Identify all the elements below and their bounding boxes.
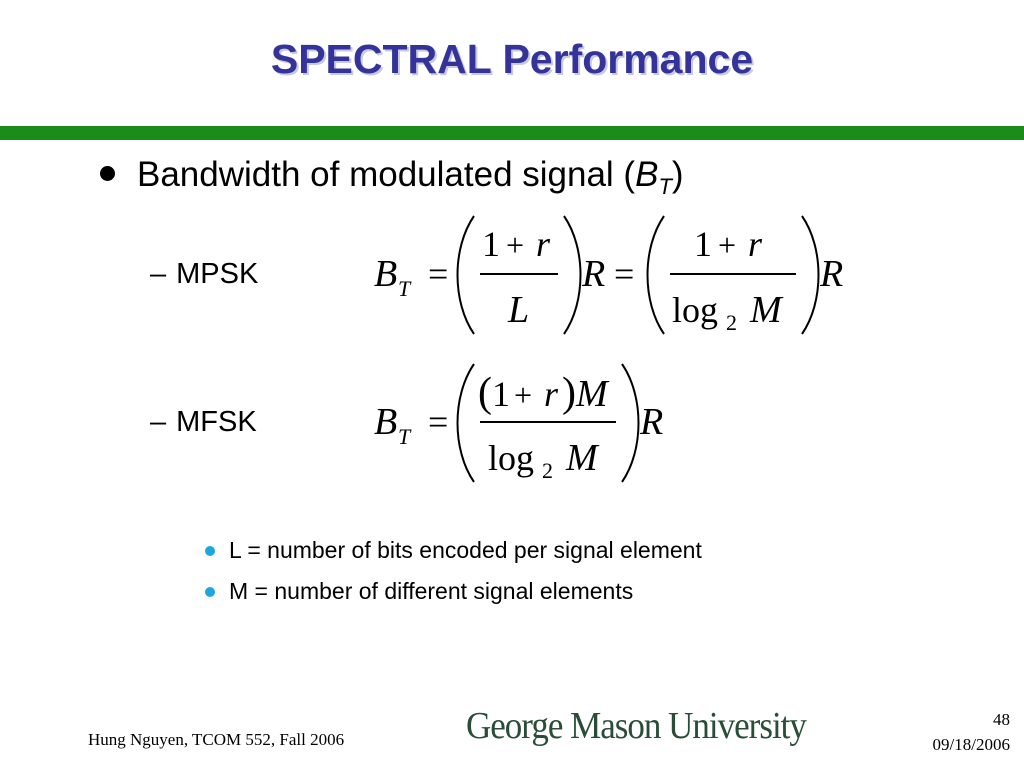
footer-author: Hung Nguyen, TCOM 552, Fall 2006 bbox=[88, 730, 345, 749]
university-logo: George Mason University bbox=[466, 704, 807, 747]
note-text: M = number of different signal elements bbox=[229, 578, 634, 604]
eq-one: 1 bbox=[492, 374, 510, 414]
note-text: L = number of bits encoded per signal el… bbox=[229, 537, 702, 563]
bullet-subscript: T bbox=[658, 174, 672, 199]
sub-dash: – bbox=[150, 258, 167, 290]
right-paren bbox=[563, 215, 582, 335]
eq-log: log bbox=[672, 290, 718, 330]
slide-title: SPECTRAL Performance bbox=[270, 36, 754, 82]
eq-m: M bbox=[575, 373, 610, 415]
eq-one: 1 bbox=[694, 224, 712, 264]
sub-item-label: MFSK bbox=[176, 406, 257, 438]
eq-plus: + bbox=[506, 227, 524, 263]
eq-b-sub: T bbox=[398, 276, 412, 301]
mpsk-equation: B T = 1 + r L R = 1 + r log 2 M R bbox=[370, 210, 860, 345]
page-number: 48 bbox=[993, 710, 1010, 729]
bullet-symbol: B bbox=[635, 155, 659, 194]
note-bullet-dot bbox=[205, 586, 215, 597]
sub-item-mpsk: –MPSK bbox=[150, 258, 258, 291]
sub-item-label: MPSK bbox=[176, 258, 259, 290]
eq-log-base: 2 bbox=[542, 458, 553, 483]
bullet-close: ) bbox=[671, 155, 684, 194]
eq-b: B bbox=[374, 401, 397, 443]
eq-r-upper: R bbox=[639, 401, 663, 443]
footer-date: 09/18/2006 bbox=[932, 735, 1010, 754]
sub-dash: – bbox=[150, 406, 167, 438]
eq-m: M bbox=[749, 289, 784, 331]
eq-one: 1 bbox=[482, 224, 500, 264]
note-item: M = number of different signal elements bbox=[205, 571, 702, 612]
notes-list: L = number of bits encoded per signal el… bbox=[205, 530, 702, 612]
title-divider bbox=[0, 126, 1024, 140]
note-item: L = number of bits encoded per signal el… bbox=[205, 530, 702, 571]
eq-b-sub: T bbox=[398, 424, 412, 449]
right-paren bbox=[801, 215, 820, 335]
mfsk-equation: B T = ( 1 + r ) M log 2 M R bbox=[370, 358, 690, 493]
main-bullet-text: Bandwidth of modulated signal ( bbox=[137, 155, 636, 194]
eq-m: M bbox=[565, 437, 600, 479]
note-bullet-dot bbox=[205, 545, 215, 556]
bullet-dot bbox=[100, 166, 115, 182]
left-paren bbox=[646, 215, 665, 335]
main-bullet: Bandwidth of modulated signal (BT) bbox=[100, 155, 684, 200]
eq-r-upper: R bbox=[581, 253, 605, 295]
eq-l: L bbox=[507, 289, 529, 331]
sub-item-mfsk: –MFSK bbox=[150, 406, 257, 439]
eq-inner-lparen: ( bbox=[478, 370, 492, 416]
left-paren bbox=[456, 363, 475, 483]
eq-plus: + bbox=[514, 377, 532, 413]
right-paren bbox=[621, 363, 640, 483]
left-paren bbox=[456, 215, 475, 335]
eq-b: B bbox=[374, 253, 397, 295]
eq-inner-rparen: ) bbox=[562, 370, 576, 416]
eq-r-upper: R bbox=[819, 253, 843, 295]
eq-equals: = bbox=[614, 254, 634, 294]
eq-r: r bbox=[748, 224, 763, 264]
eq-r: r bbox=[536, 224, 551, 264]
eq-log: log bbox=[488, 438, 534, 478]
eq-equals: = bbox=[428, 402, 448, 442]
eq-equals: = bbox=[428, 254, 448, 294]
eq-plus: + bbox=[718, 227, 736, 263]
eq-r: r bbox=[544, 374, 559, 414]
eq-log-base: 2 bbox=[726, 310, 737, 335]
